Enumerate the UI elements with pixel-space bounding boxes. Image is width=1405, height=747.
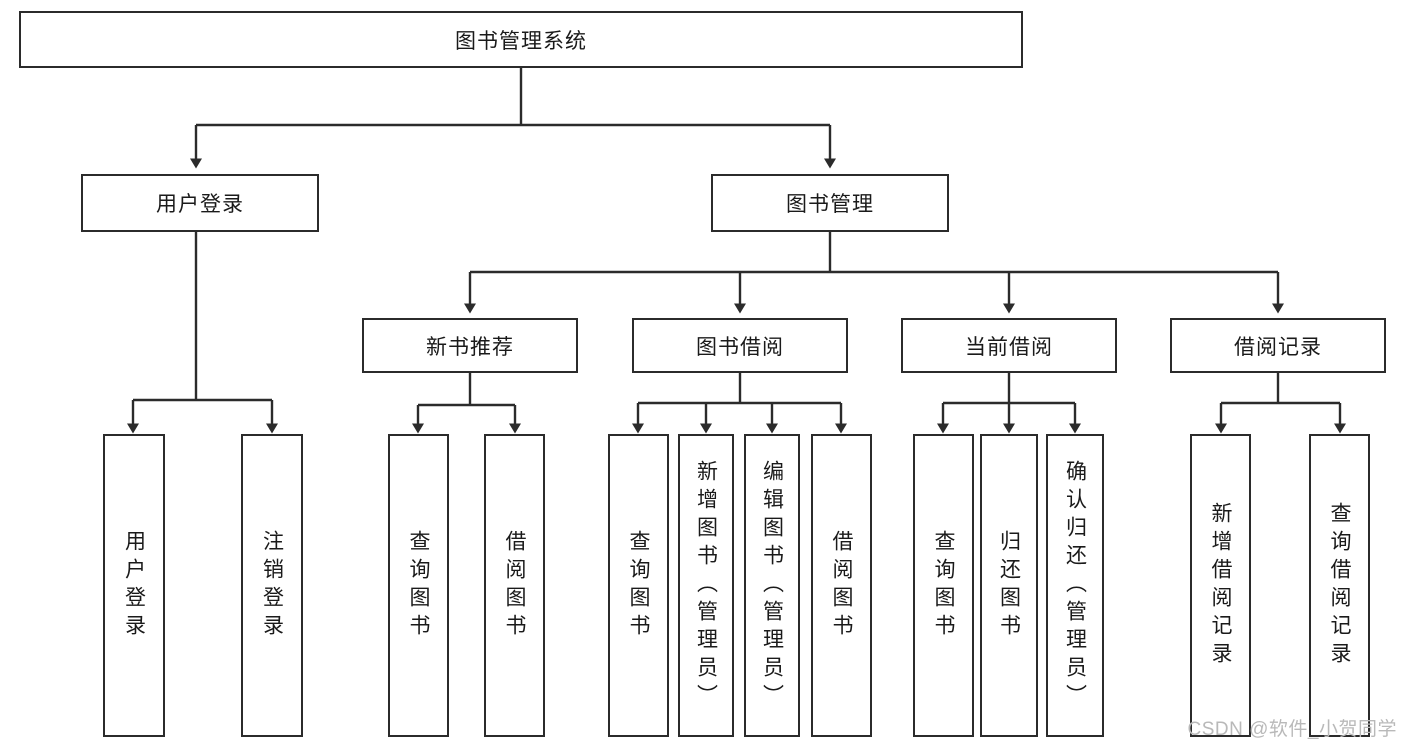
node-leaf-confirm-return[interactable]: 确认归还（管理员） xyxy=(1046,434,1104,737)
node-leaf-return-book-label: 归还图书 xyxy=(997,529,1021,642)
node-book-manage[interactable]: 图书管理 xyxy=(711,174,949,232)
node-new-book-recommend-label: 新书推荐 xyxy=(426,335,514,359)
node-leaf-edit-book-label: 编辑图书（管理员） xyxy=(760,459,784,712)
node-leaf-add-record-label: 新增借阅记录 xyxy=(1209,501,1232,670)
node-leaf-borrow-book-1-label: 借阅图书 xyxy=(503,529,526,642)
node-leaf-query-book-2-label: 查询图书 xyxy=(627,529,650,642)
node-root-label: 图书管理系统 xyxy=(455,29,587,53)
node-leaf-query-record-label: 查询借阅记录 xyxy=(1328,501,1351,670)
node-borrow-record-label: 借阅记录 xyxy=(1234,335,1322,359)
node-leaf-add-book-label: 新增图书（管理员） xyxy=(694,459,718,712)
node-leaf-add-record[interactable]: 新增借阅记录 xyxy=(1190,434,1251,737)
node-leaf-user-login-label: 用户登录 xyxy=(122,529,146,642)
node-leaf-query-book-3[interactable]: 查询图书 xyxy=(913,434,974,737)
node-current-borrow[interactable]: 当前借阅 xyxy=(901,318,1117,373)
node-user-login-label: 用户登录 xyxy=(156,193,244,216)
node-leaf-user-login[interactable]: 用户登录 xyxy=(103,434,165,737)
node-leaf-query-book-1-label: 查询图书 xyxy=(407,529,430,642)
node-new-book-recommend[interactable]: 新书推荐 xyxy=(362,318,578,373)
node-book-borrow[interactable]: 图书借阅 xyxy=(632,318,848,373)
node-book-manage-label: 图书管理 xyxy=(786,193,874,216)
node-root[interactable]: 图书管理系统 xyxy=(19,11,1023,68)
node-leaf-confirm-return-label: 确认归还（管理员） xyxy=(1063,459,1087,712)
node-leaf-user-logout[interactable]: 注销登录 xyxy=(241,434,303,737)
node-borrow-record[interactable]: 借阅记录 xyxy=(1170,318,1386,373)
node-current-borrow-label: 当前借阅 xyxy=(965,335,1053,359)
csdn-watermark: CSDN @软件_小贺同学 xyxy=(1187,719,1397,740)
node-leaf-borrow-book-2[interactable]: 借阅图书 xyxy=(811,434,872,737)
node-user-login[interactable]: 用户登录 xyxy=(81,174,319,232)
node-leaf-query-record[interactable]: 查询借阅记录 xyxy=(1309,434,1370,737)
node-leaf-query-book-2[interactable]: 查询图书 xyxy=(608,434,669,737)
node-leaf-query-book-3-label: 查询图书 xyxy=(932,529,955,642)
node-leaf-borrow-book-2-label: 借阅图书 xyxy=(830,529,853,642)
node-leaf-borrow-book-1[interactable]: 借阅图书 xyxy=(484,434,545,737)
node-book-borrow-label: 图书借阅 xyxy=(696,335,784,359)
node-leaf-add-book[interactable]: 新增图书（管理员） xyxy=(678,434,734,737)
node-leaf-return-book[interactable]: 归还图书 xyxy=(980,434,1038,737)
node-leaf-query-book-1[interactable]: 查询图书 xyxy=(388,434,449,737)
node-leaf-user-logout-label: 注销登录 xyxy=(260,529,284,642)
node-leaf-edit-book[interactable]: 编辑图书（管理员） xyxy=(744,434,800,737)
